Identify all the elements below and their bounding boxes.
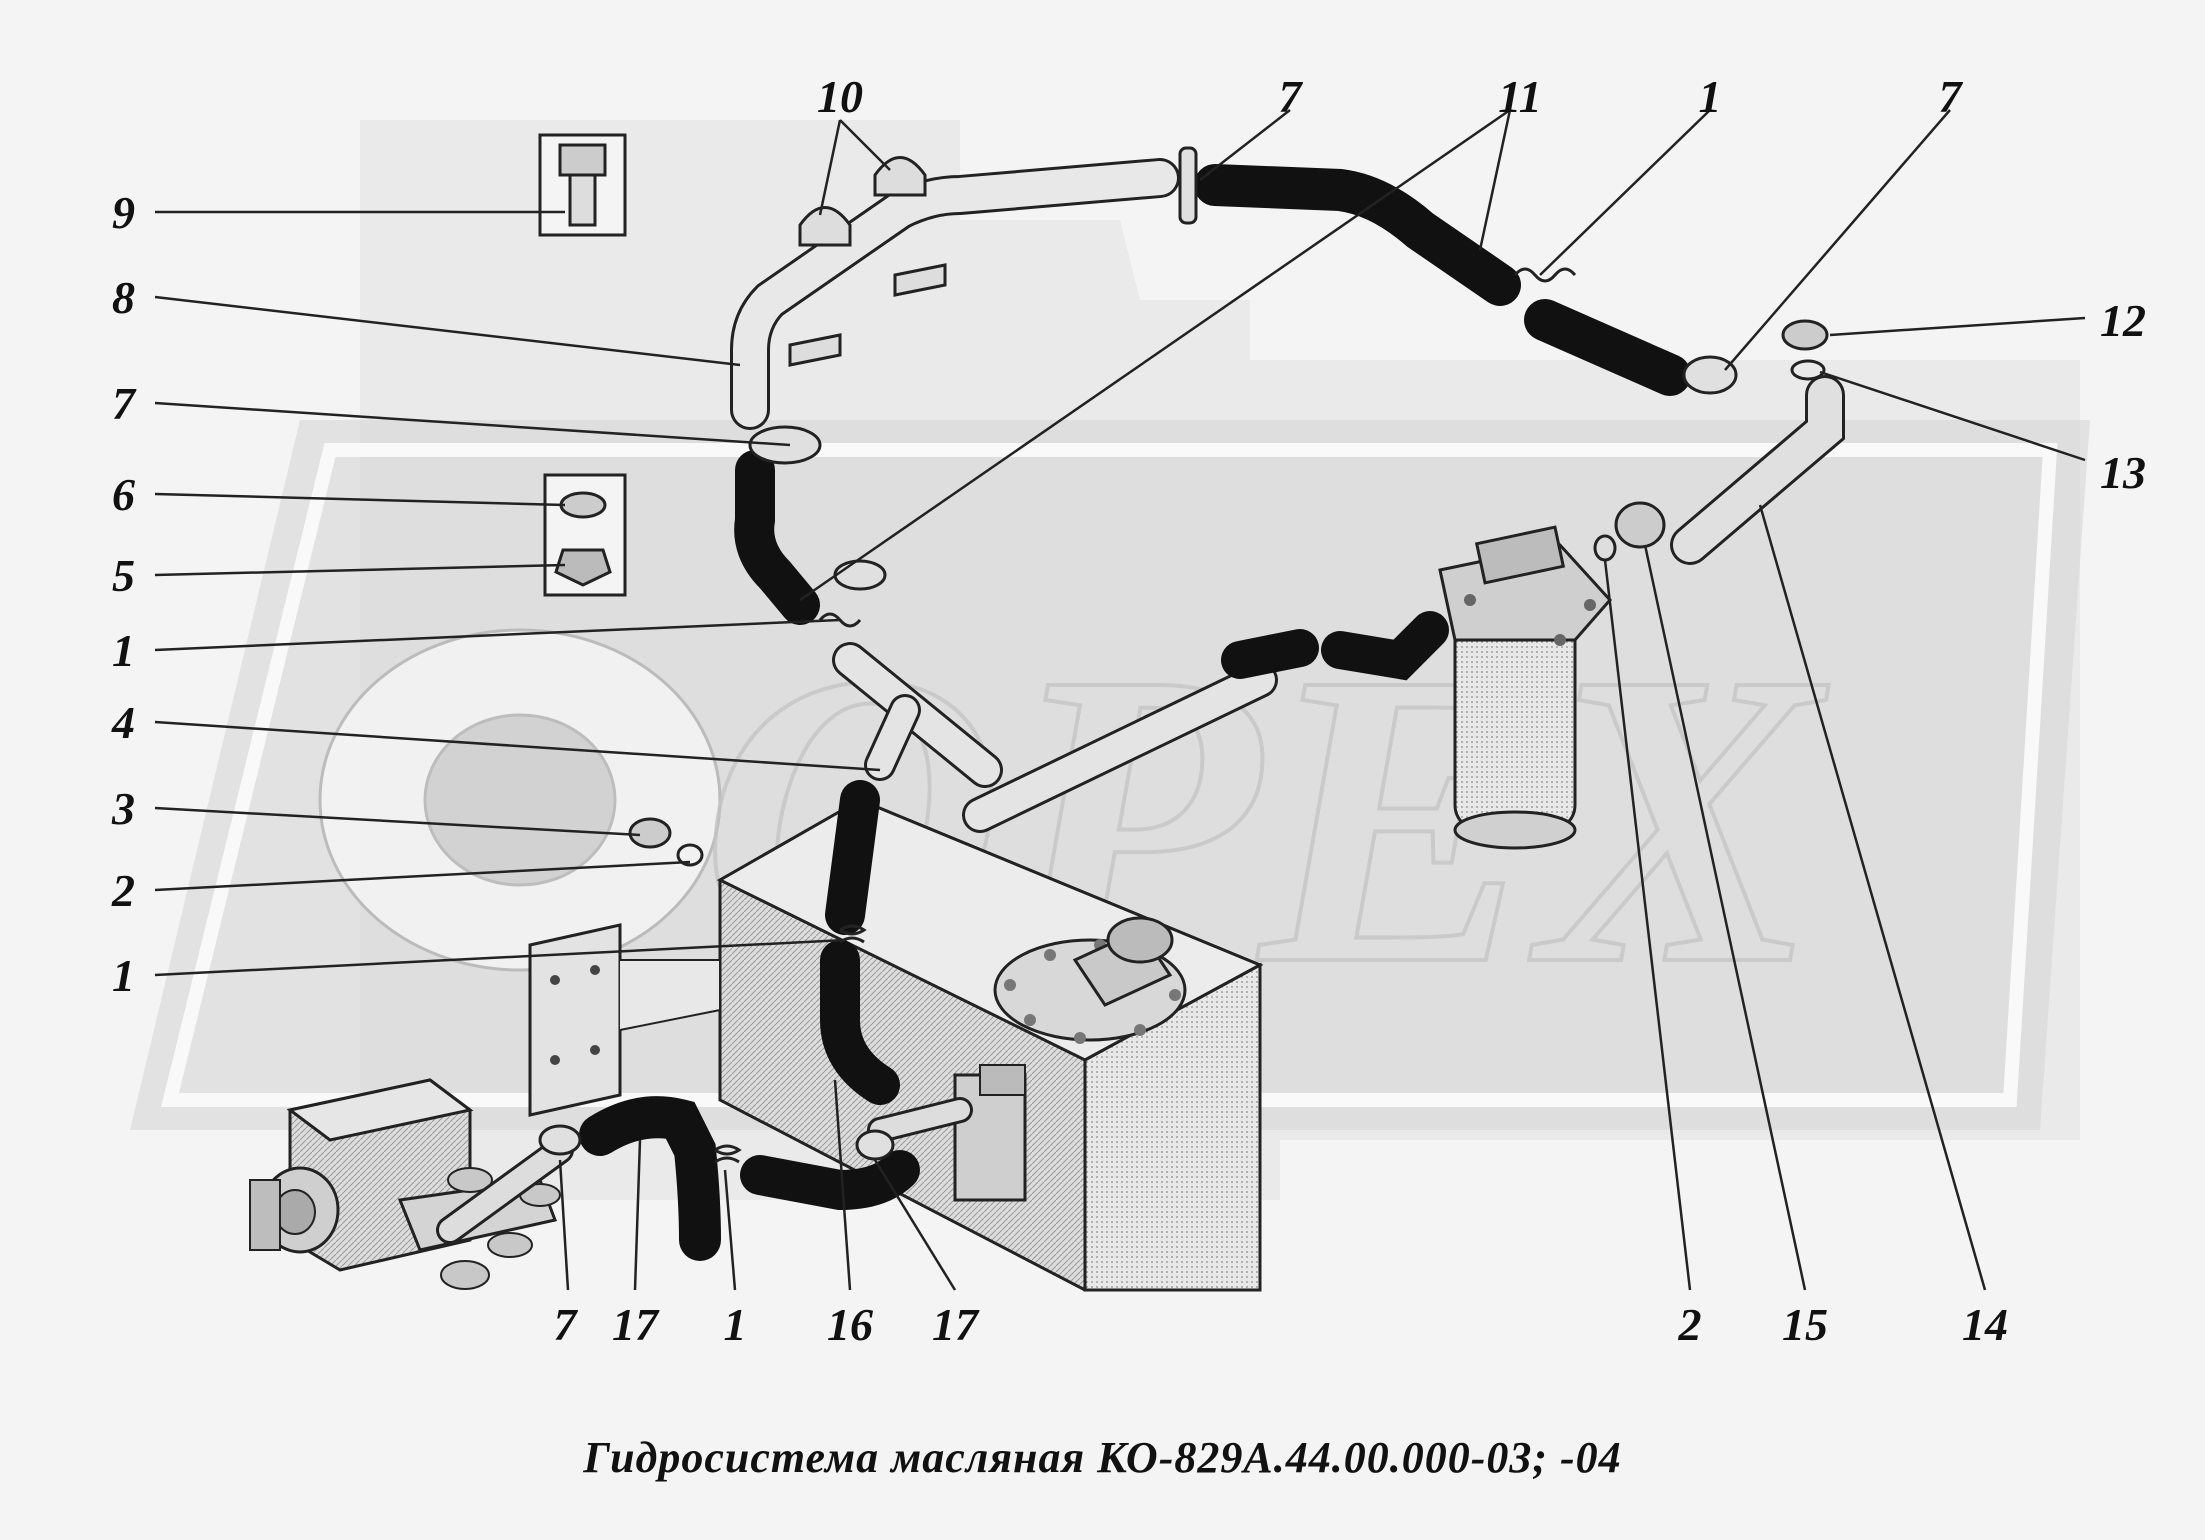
oil-filter xyxy=(1438,525,1613,850)
callout-left-3: 7 xyxy=(112,378,137,429)
callout-bottom-2: 17 xyxy=(612,1299,660,1350)
leader-lines xyxy=(154,108,2086,1291)
callout-labels: 9 8 7 6 5 1 4 3 2 1 10 7 11 1 7 12 13 7 … xyxy=(111,71,2146,1350)
callout-top-5: 7 xyxy=(1939,71,1964,122)
callout-left-4: 6 xyxy=(112,469,135,520)
callout-left-2: 8 xyxy=(112,272,135,323)
callout-left-8: 3 xyxy=(111,783,135,834)
callout-bottom-1: 7 xyxy=(554,1299,579,1350)
rubber-hoses xyxy=(579,164,1691,1261)
callout-bottom-3: 1 xyxy=(724,1299,747,1350)
callout-top-1: 10 xyxy=(817,71,863,122)
callout-bottom-8: 14 xyxy=(1962,1299,2008,1350)
callout-bottom-7: 15 xyxy=(1782,1299,1828,1350)
callout-left-5: 5 xyxy=(112,550,135,601)
callout-left-10: 1 xyxy=(112,950,135,1001)
pump-unit xyxy=(249,1078,561,1290)
diagram-caption: Гидросистема масляная КО-829А.44.00.000-… xyxy=(583,1433,1622,1482)
callout-top-3: 11 xyxy=(1498,71,1541,122)
callout-bottom-4: 16 xyxy=(827,1299,873,1350)
callout-bottom-5: 17 xyxy=(932,1299,980,1350)
callout-top-4: 1 xyxy=(1699,71,1722,122)
callout-left-1: 9 xyxy=(112,187,135,238)
hose-clamps xyxy=(538,146,1738,1161)
callout-right-1: 12 xyxy=(2100,295,2146,346)
callout-left-9: 2 xyxy=(111,865,135,916)
callout-left-7: 4 xyxy=(111,697,135,748)
callout-bottom-6: 2 xyxy=(1678,1299,1702,1350)
callout-left-6: 1 xyxy=(112,625,135,676)
callout-right-2: 13 xyxy=(2100,447,2146,498)
metal-pipes xyxy=(436,158,1845,1244)
callout-top-2: 7 xyxy=(1279,71,1304,122)
